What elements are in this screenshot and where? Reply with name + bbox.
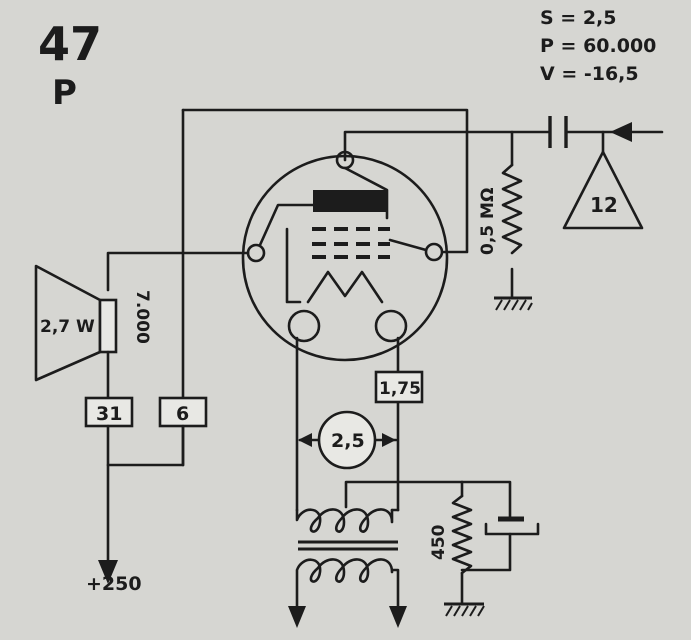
box-6	[158, 396, 208, 428]
input-stage-label: 12	[590, 193, 618, 217]
tube-letter: P	[52, 73, 77, 113]
speaker-power: 2,7 W	[40, 317, 95, 337]
spec-p: P = 60.000	[540, 35, 656, 57]
heater-voltage-label: 2,5	[331, 430, 365, 452]
plate-wire	[106, 251, 250, 292]
speaker-impedance: 7.000	[132, 290, 152, 344]
spec-v: V = -16,5	[540, 63, 639, 85]
transformer	[295, 480, 464, 614]
tube-number: 47	[38, 17, 102, 71]
heater-box	[374, 370, 424, 404]
supply-join-wire	[106, 424, 185, 467]
vacuum-tube	[241, 150, 449, 362]
grid-resistor: 0,5 MΩ	[478, 130, 523, 300]
grid-resistor-label: 0,5 MΩ	[478, 188, 498, 255]
input-stage-triangle: 12	[562, 130, 644, 230]
coupling-capacitor	[548, 116, 568, 148]
heater-voltage-circle	[317, 410, 377, 470]
input-arrow-icon	[610, 122, 632, 142]
top-wiring	[181, 108, 664, 467]
box-31-label: 31	[96, 403, 122, 425]
bypass-capacitor	[460, 480, 540, 572]
heater-out-arrow-right-icon	[389, 606, 407, 628]
anode-plate	[313, 190, 387, 212]
cathode-resistor: 450	[429, 480, 473, 606]
box-31	[84, 396, 134, 428]
ground-icon	[444, 602, 485, 617]
box-6-label: 6	[176, 403, 189, 425]
cathode-resistor-label: 450	[429, 524, 449, 560]
speaker-icon: 2,7 W 7.000	[34, 264, 152, 382]
supply-arrow-icon	[98, 560, 118, 584]
ground-icon	[494, 296, 533, 311]
heater-box-label: 1,75	[379, 379, 421, 399]
heater-out-arrow-left-icon	[288, 606, 306, 628]
heater-wiring	[295, 336, 400, 512]
supply-label: +250	[86, 573, 142, 595]
spec-s: S = 2,5	[540, 7, 617, 29]
